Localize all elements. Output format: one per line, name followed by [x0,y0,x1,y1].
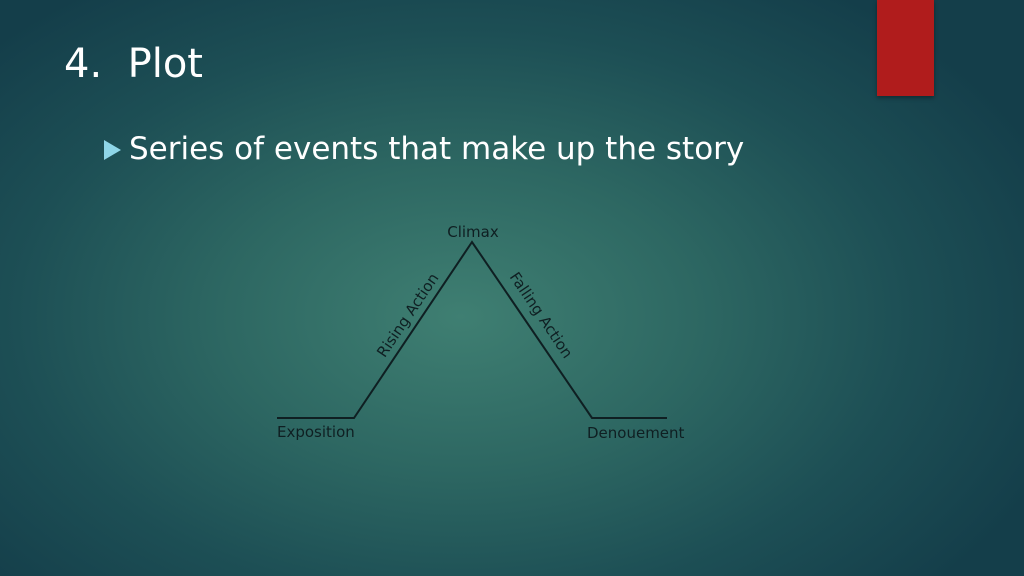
accent-tab [877,0,934,96]
plot-line [277,240,667,419]
rising-action-label: Rising Action [373,270,442,361]
bullet-text: Series of events that make up the story [129,131,745,167]
climax-label: Climax [447,223,499,241]
bullet-item: Series of events that make up the story [104,134,744,165]
exposition-label: Exposition [277,423,355,441]
slide-title: 4. Plot [64,41,203,87]
triangle-right-icon [104,139,121,160]
denouement-label: Denouement [587,424,685,442]
falling-action-label: Falling Action [506,269,577,362]
